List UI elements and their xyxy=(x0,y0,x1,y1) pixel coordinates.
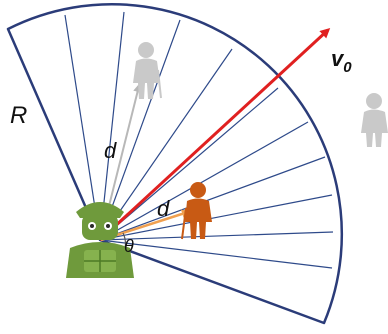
angle-label: θ xyxy=(124,236,134,256)
velocity-arrow xyxy=(100,30,328,240)
distance-label-gray: d xyxy=(104,138,117,163)
radius-label: R xyxy=(10,102,27,129)
distance-label-orange: d xyxy=(157,196,170,221)
elderly-person-icon-outside xyxy=(361,93,388,147)
sector-boundary xyxy=(8,4,342,323)
velocity-label: v0 xyxy=(331,46,352,76)
